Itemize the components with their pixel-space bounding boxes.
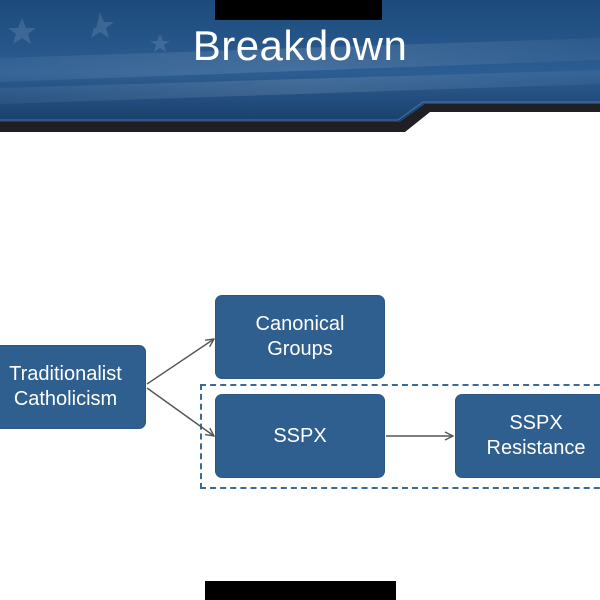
sspx-group-frame [200,384,600,489]
redaction-bar-top [215,0,382,20]
arrow-trad-to-sspx [146,387,214,436]
node-sspx-resistance: SSPX Resistance [456,395,600,477]
node-sspx: SSPX [216,395,384,477]
node-traditionalist-catholicism: Traditionalist Catholicism [0,346,145,428]
slide-title: Breakdown [192,22,408,69]
arrow-trad-to-canonical [146,339,214,385]
star-icon [8,12,170,52]
title-banner [0,0,600,132]
redaction-bar-bottom [205,581,396,600]
node-canonical-groups: Canonical Groups [216,296,384,378]
